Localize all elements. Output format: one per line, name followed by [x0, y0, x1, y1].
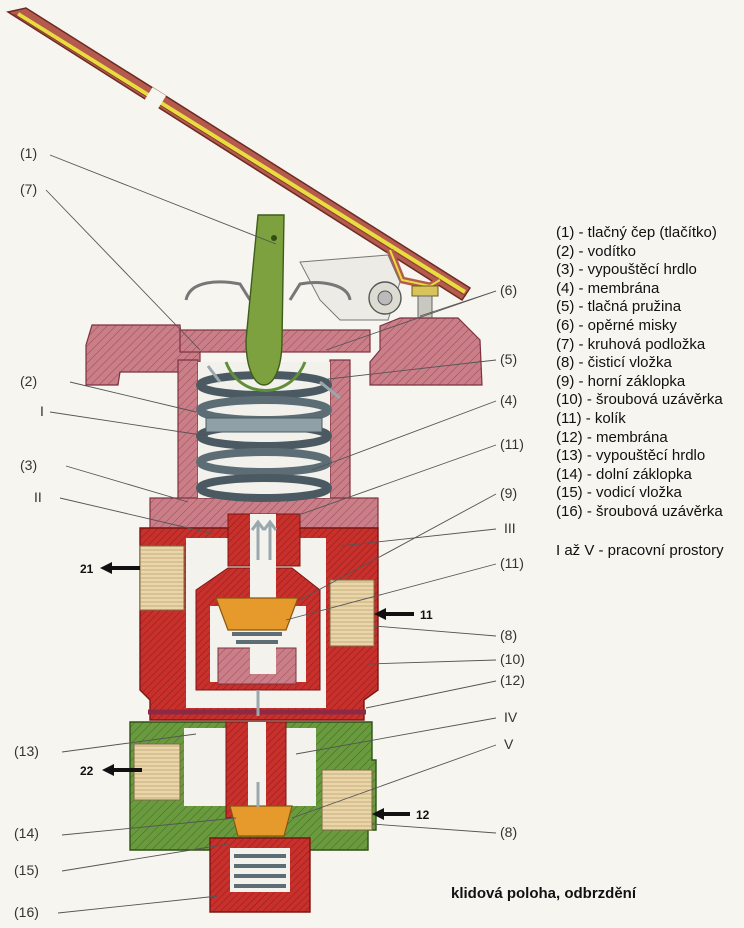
legend-item: (1) - tlačný čep (tlačítko) — [556, 224, 717, 241]
callout-III: III — [504, 520, 516, 536]
callout-6: (6) — [500, 282, 517, 298]
callout-5: (5) — [500, 351, 517, 367]
callout-7: (7) — [20, 181, 37, 197]
callout-12: (12) — [500, 672, 525, 688]
legend-item: (2) - vodítko — [556, 242, 637, 260]
cover-plate — [85, 280, 483, 386]
callout-9: (9) — [500, 485, 517, 501]
callout-3: (3) — [20, 457, 37, 473]
callout-V: V — [504, 736, 514, 752]
bottom-cap — [209, 837, 311, 913]
leader-lines — [45, 154, 497, 914]
upper-valve — [215, 597, 299, 644]
lower-valve — [229, 805, 293, 837]
callout-11a: (11) — [500, 436, 524, 452]
parts-legend: (1) - tlačný čep (tlačítko)(2) - vodítko… — [556, 224, 723, 522]
port-21-label: 21 — [80, 562, 94, 576]
legend-item: (14) - dolní záklopka — [556, 465, 692, 483]
working-spaces-note: I až V - pracovní prostory — [556, 542, 724, 559]
callout-1: (1) — [20, 145, 37, 161]
callout-4: (4) — [500, 392, 517, 408]
port-filters-upper — [139, 545, 375, 647]
legend-item: (12) - membrána — [556, 428, 668, 446]
callout-15: (15) — [14, 862, 39, 878]
callout-13: (13) — [14, 743, 39, 759]
legend-item: (13) - vypouštěcí hrdlo — [556, 447, 706, 465]
callout-14: (14) — [14, 825, 39, 841]
legend-item: (9) - horní záklopka — [556, 372, 686, 390]
diagram-caption: klidová poloha, odbrzdění — [451, 885, 637, 902]
legend-item: (16) - šroubová uzávěrka — [556, 502, 723, 520]
legend-item: (7) - kruhová podložka — [556, 335, 706, 353]
callout-2: (2) — [20, 373, 37, 389]
legend-item: (15) - vodicí vložka — [556, 484, 682, 502]
legend-item: (10) - šroubová uzávěrka — [556, 391, 723, 409]
legend-item: (11) - kolík — [556, 409, 626, 427]
tension-spring — [196, 371, 332, 502]
flow-arrows — [206, 365, 341, 808]
push-pin — [224, 214, 307, 392]
lever — [6, 7, 472, 302]
callout-10: (10) — [500, 651, 525, 667]
port-11-label: 11 — [420, 608, 433, 622]
legend-item: (8) - čisticí vložka — [556, 354, 672, 372]
legend-item: (5) - tlačná pružina — [556, 298, 682, 316]
callout-16: (16) — [14, 904, 39, 920]
port-12-label: 12 — [416, 808, 430, 822]
callout-8a: (8) — [500, 627, 517, 643]
callout-IV: IV — [504, 709, 518, 725]
port-arrows — [100, 562, 414, 820]
legend-item: (4) - membrána — [556, 279, 660, 297]
callout-labels: (1) (7) (2) I (3) II (13) (14) (15) (16)… — [14, 145, 525, 920]
callout-8b: (8) — [500, 824, 517, 840]
legend-item: (3) - vypouštěcí hrdlo — [556, 261, 697, 279]
port-labels: 21 22 11 12 — [80, 562, 433, 822]
callout-I: I — [40, 403, 44, 419]
callout-11b: (11) — [500, 555, 524, 571]
lever-bracket — [299, 254, 439, 327]
callout-II: II — [34, 489, 42, 505]
port-22-label: 22 — [80, 764, 94, 778]
legend-item: (6) - opěrné misky — [556, 316, 677, 334]
